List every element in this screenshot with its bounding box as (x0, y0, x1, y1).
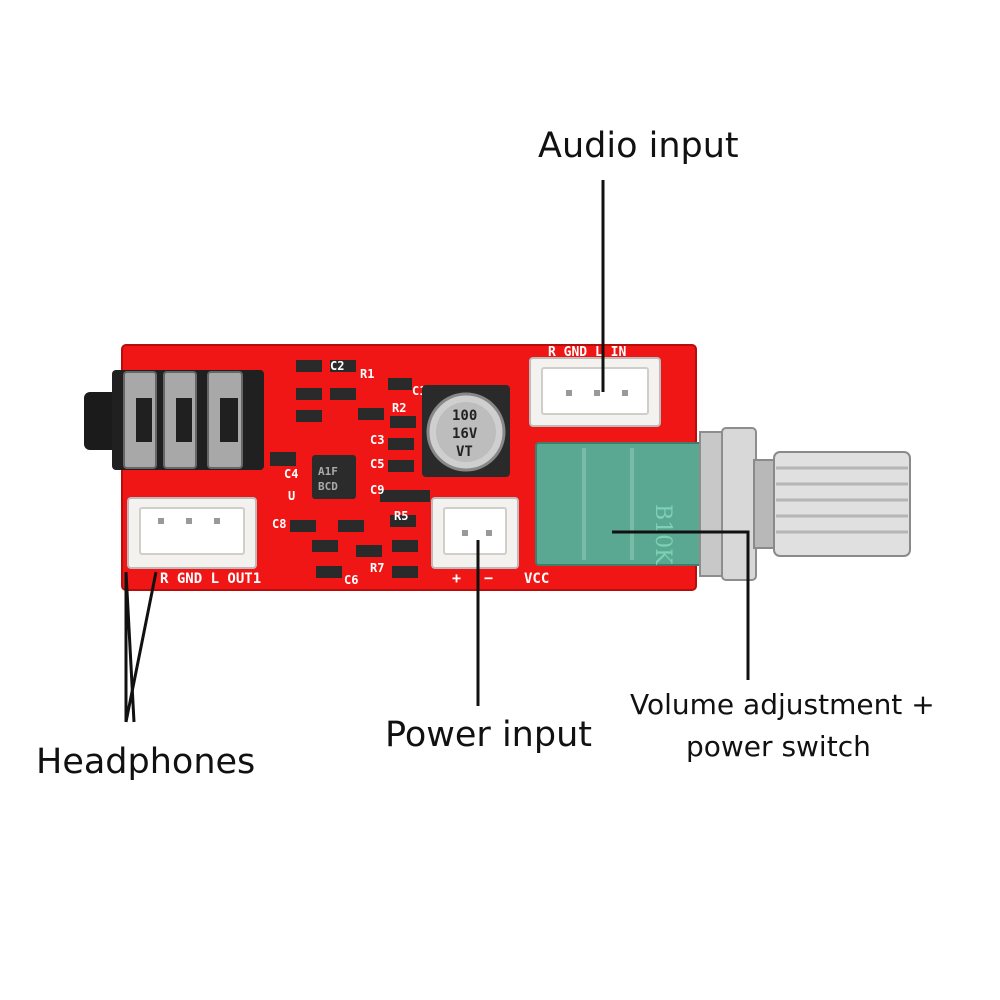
ref-c5: C5 (370, 457, 384, 471)
headphones-label: Headphones (36, 742, 256, 782)
ref-c3: C3 (370, 433, 384, 447)
potentiometer (535, 427, 911, 581)
pot-marking: B10K (650, 504, 675, 565)
output-connector (127, 497, 257, 569)
chip-marking-1: A1F (318, 465, 338, 478)
vcc-label: VCC (524, 571, 549, 587)
smd-components (270, 360, 430, 578)
cap-marking-3: VT (456, 444, 473, 460)
headphone-jack (84, 370, 264, 470)
plus-label: + (452, 569, 461, 587)
electrolytic-capacitor (422, 385, 510, 477)
cap-marking-1: 100 (452, 408, 477, 424)
audio-input-connector (529, 357, 661, 427)
ref-c9: C9 (370, 483, 384, 497)
ref-c6: C6 (344, 573, 358, 587)
ref-r7: R7 (370, 561, 384, 575)
in-silk-label: R GND L IN (548, 345, 626, 360)
cap-marking-2: 16V (452, 426, 478, 442)
ref-r1: R1 (360, 367, 374, 381)
volume-label-line1: Volume adjustment + (630, 688, 935, 721)
callout-lines (124, 180, 750, 723)
minus-label: − (484, 569, 493, 587)
ref-u: U (288, 489, 295, 503)
amplifier-chip (312, 455, 356, 499)
power-input-label: Power input (385, 715, 592, 755)
ref-c4: C4 (284, 467, 298, 481)
power-connector (431, 497, 519, 569)
ref-r2: R2 (392, 401, 406, 415)
out-silk-label: R GND L OUT1 (160, 571, 261, 587)
ref-r5: R5 (394, 509, 408, 523)
ref-c8: C8 (272, 517, 286, 531)
chip-marking-2: BCD (318, 480, 338, 493)
ref-c2: C2 (330, 359, 344, 373)
volume-label-line2: power switch (686, 730, 871, 763)
audio-input-label: Audio input (538, 126, 739, 166)
